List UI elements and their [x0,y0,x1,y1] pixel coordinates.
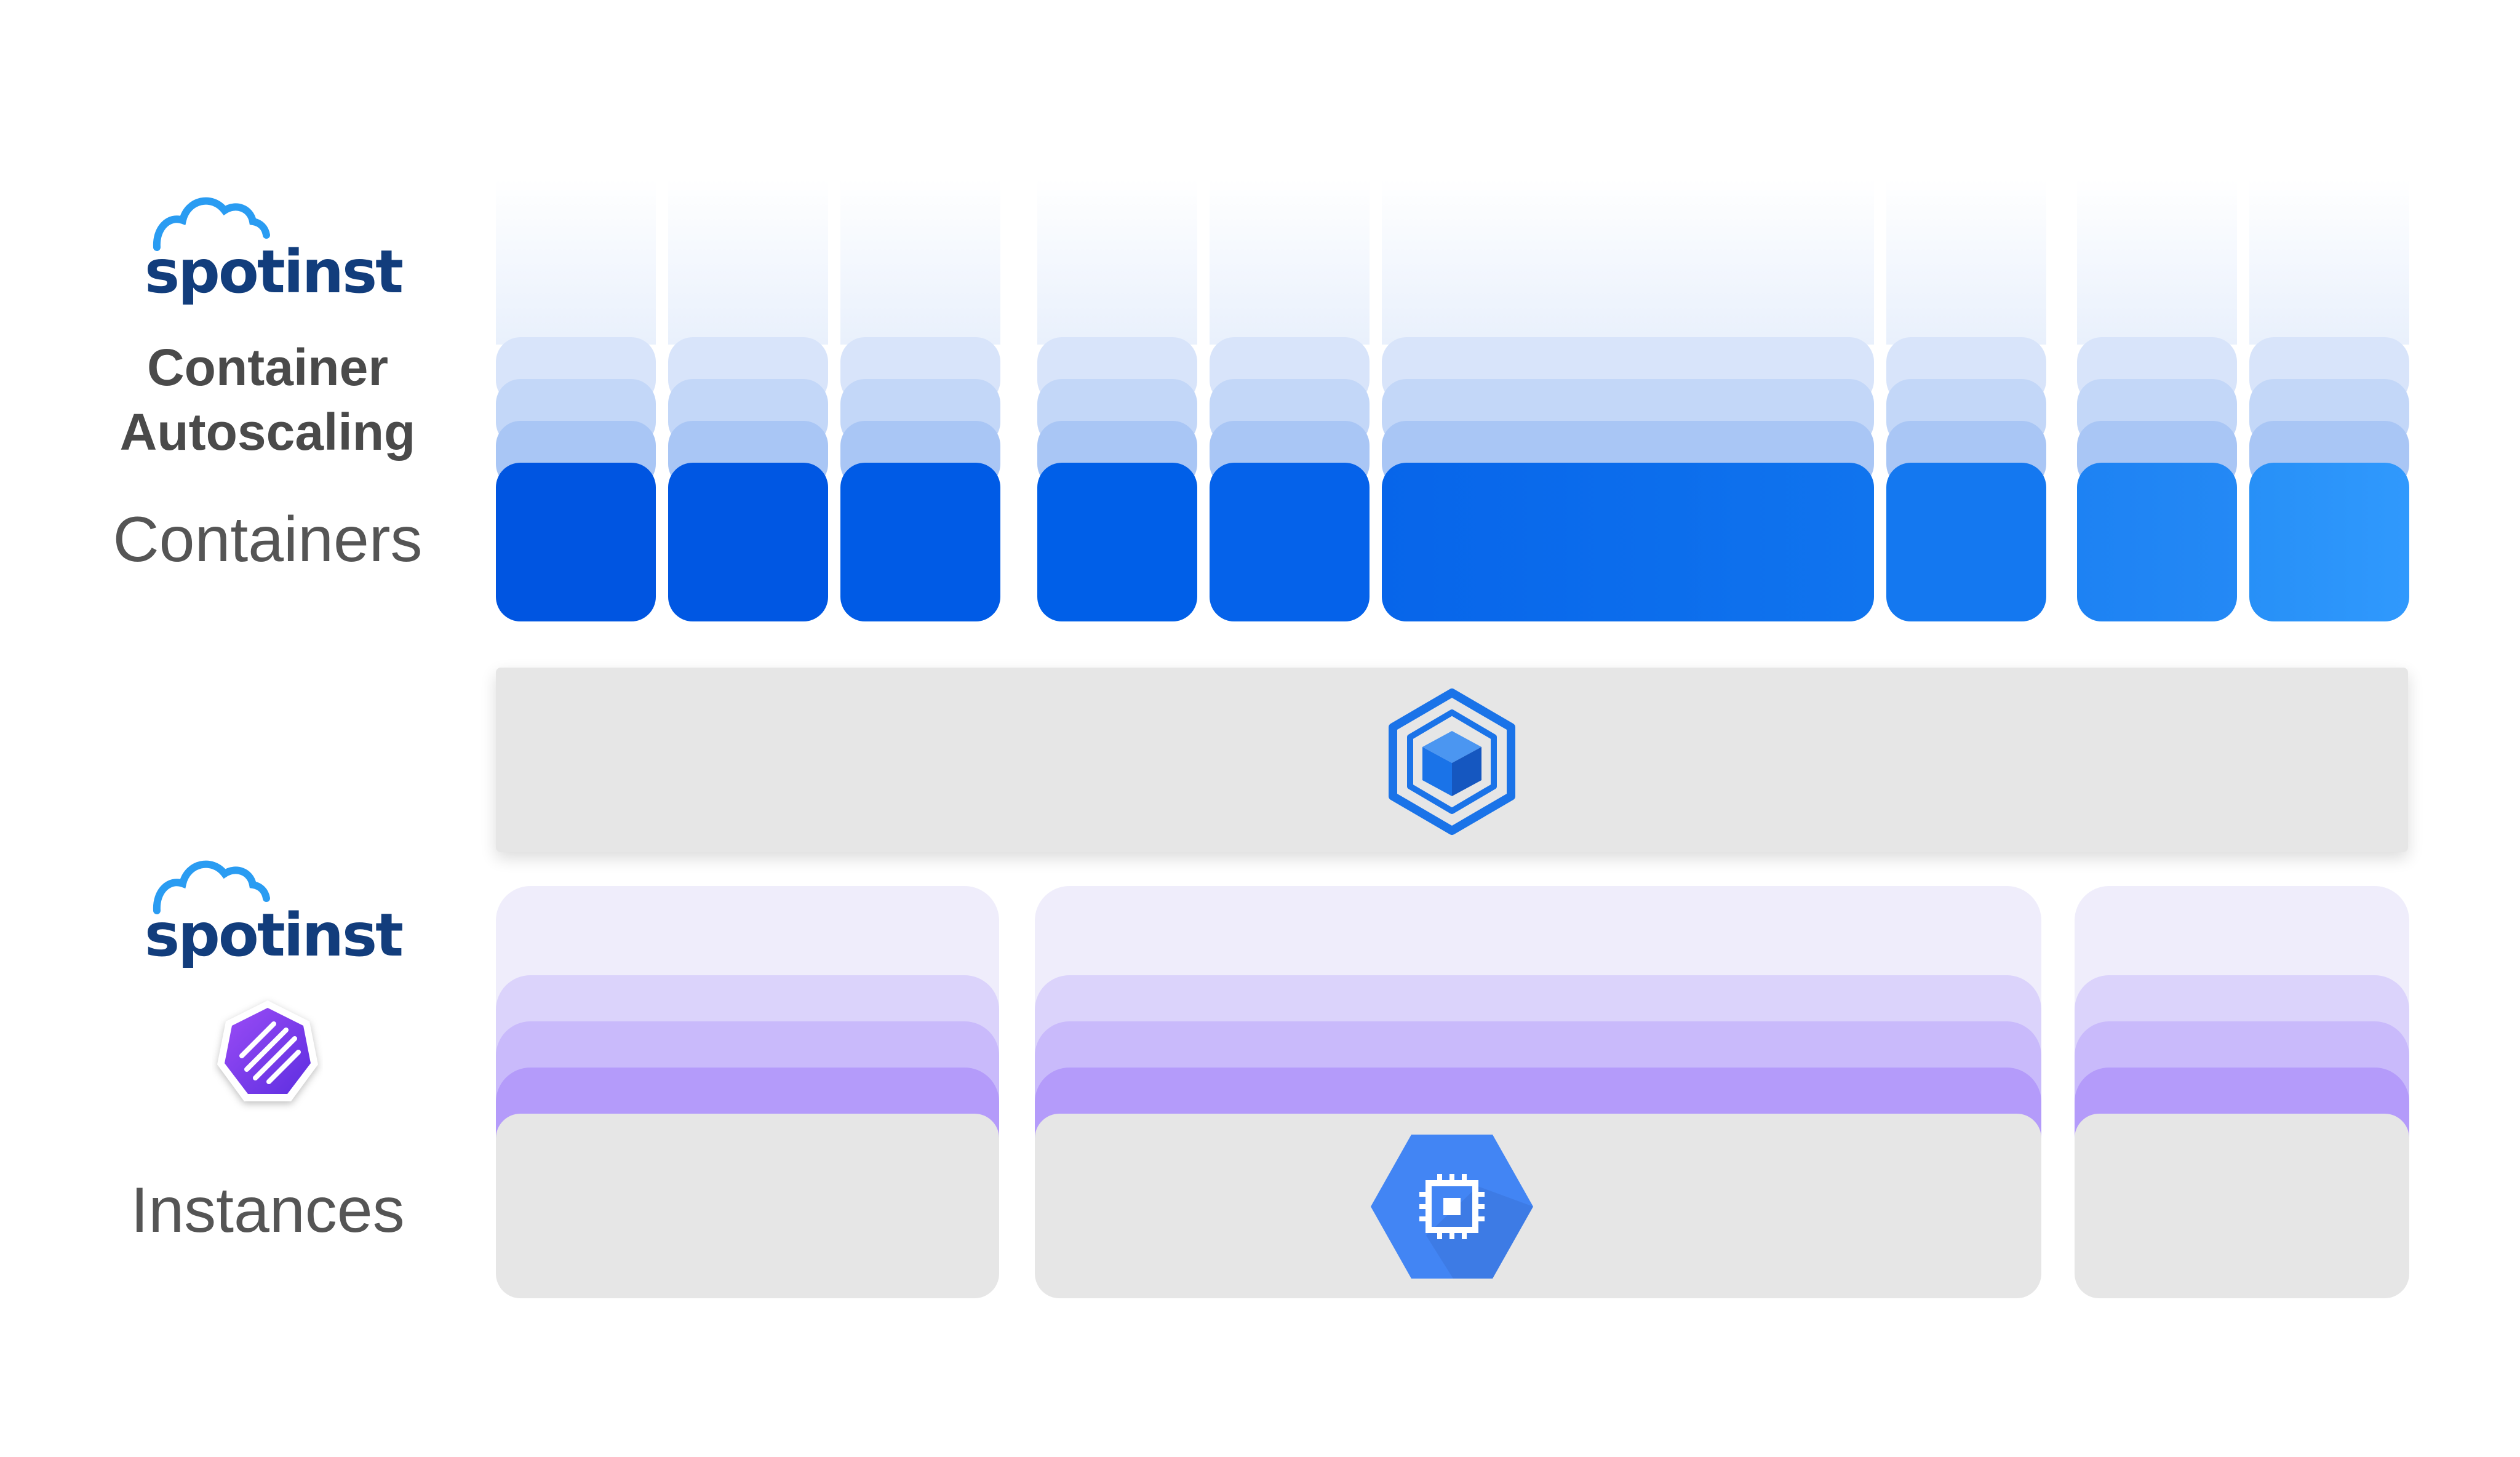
spotinst-logo-bottom: spotinst [145,854,404,971]
heading-line-2: Autoscaling [119,403,416,461]
container-column-5 [1210,178,1370,621]
instance-group-3 [2075,886,2409,1298]
instance-group-2 [1035,886,2041,1298]
container-column-2 [668,178,828,621]
container-fade [496,178,656,345]
container-column-9 [2249,178,2409,621]
container-block [1210,463,1370,621]
kubernetes-engine-icon [1389,689,1515,835]
spotinst-logo-text: spotinst [145,901,404,970]
container-fade [1886,178,2046,345]
container-column-7 [1886,178,2046,621]
containers-label: Containers [113,504,423,575]
instances-label: Instances [130,1175,405,1246]
container-block [1037,463,1197,621]
container-fade [1382,178,1874,345]
ocean-icon [217,1000,318,1101]
instance-block [1035,1114,2041,1298]
container-block [668,463,828,621]
instance-group-1 [496,886,999,1298]
container-block [1382,463,1874,621]
compute-engine-icon [1371,1135,1533,1279]
container-fade [1037,178,1197,345]
container-fade [840,178,1000,345]
container-block [1886,463,2046,621]
cloud-icon [153,197,270,251]
spotinst-logo-text: spotinst [145,238,404,306]
container-fade [2077,178,2237,345]
cloud-icon [153,860,270,914]
container-block [496,463,656,621]
container-column-1 [496,178,656,621]
instance-block [2075,1114,2409,1298]
instance-block [496,1114,999,1298]
spotinst-logo-top: spotinst [145,191,404,308]
container-block [2077,463,2237,621]
container-column-8 [2077,178,2237,621]
container-fade [2249,178,2409,345]
heading-line-1: Container [146,338,389,396]
container-column-6 [1382,178,1874,621]
container-block [2249,463,2409,621]
container-column-3 [840,178,1000,621]
container-fade [1210,178,1370,345]
container-fade [668,178,828,345]
container-column-4 [1037,178,1197,621]
container-block [840,463,1000,621]
